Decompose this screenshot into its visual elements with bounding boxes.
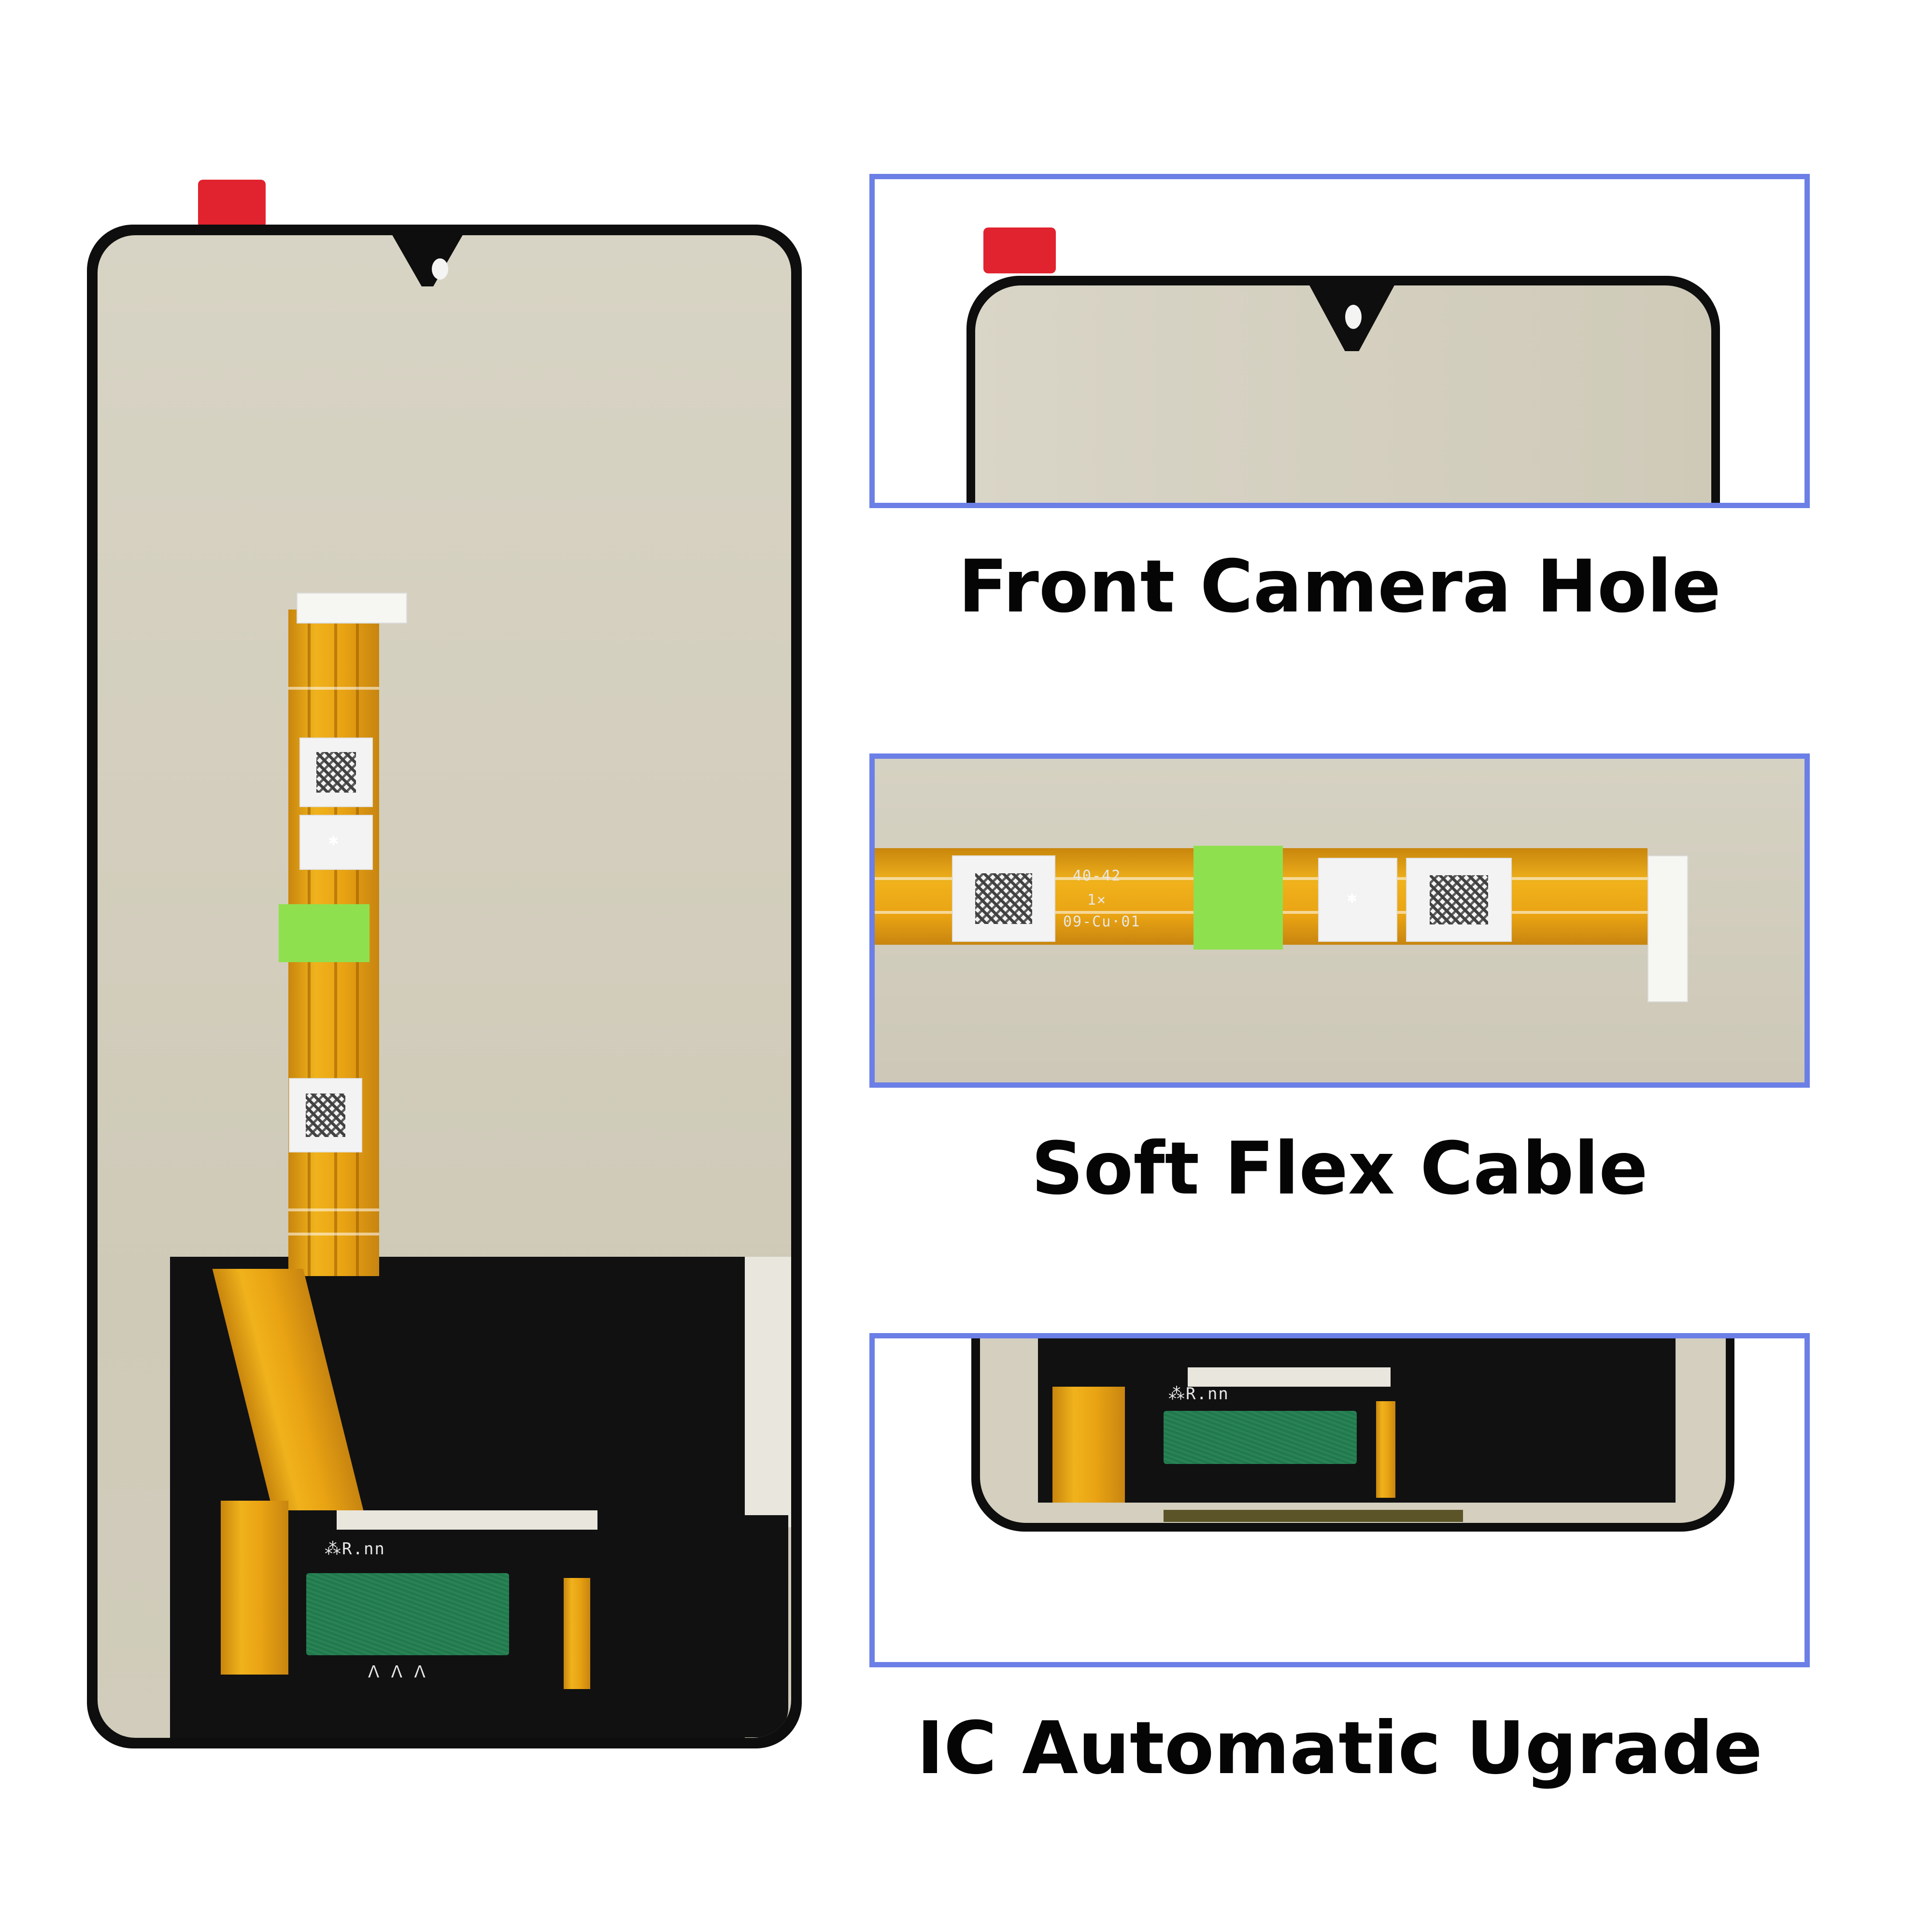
shield-contour — [1188, 1367, 1391, 1387]
flex-connector-end — [1648, 855, 1688, 1002]
lcd-back-surface: ⁂R.nn — [980, 1338, 1726, 1523]
stiffener-label: ✱ — [299, 815, 373, 870]
flex-connector-end — [297, 593, 407, 624]
caption-soft-flex-cable: Soft Flex Cable — [1031, 1127, 1648, 1211]
black-shield — [1038, 1338, 1676, 1503]
front-camera-hole-icon — [432, 258, 448, 280]
detail-panel-flex-cable: 40-42 1× 09-Cu·01 ✱ — [869, 753, 1810, 1088]
lcd-back-surface — [975, 284, 1711, 503]
shield-contour — [337, 1510, 597, 1530]
front-camera-hole-icon — [1345, 305, 1362, 329]
ic-marking: ᐱ ᐱ ᐱ — [368, 1662, 426, 1682]
qr-code-icon — [316, 752, 356, 793]
shield-cutout — [745, 1257, 791, 1527]
lcd-back-surface: ✱ ⁂R.nn ᐱ ᐱ ᐱ — [98, 235, 791, 1738]
flex-bottom-seal — [1164, 1510, 1463, 1522]
driver-ic-chip — [1164, 1411, 1357, 1464]
ic-marking: ⁂R.nn — [325, 1539, 385, 1559]
ic-marking: ⁂R.nn — [1168, 1384, 1229, 1404]
detail-panel-ic-upgrade: ⁂R.nn — [869, 1333, 1810, 1667]
qr-label-bottom — [289, 1078, 362, 1152]
asterisk-mark-icon: ✱ — [328, 830, 340, 850]
flex-stripe — [288, 1208, 379, 1211]
qr-code-icon — [1430, 875, 1488, 924]
flex-cable-lower — [221, 1501, 288, 1675]
flex-stripe — [288, 1233, 379, 1236]
flex-marking: 1× — [1087, 892, 1107, 909]
flex-cable-lower — [1052, 1387, 1125, 1503]
green-tape — [1193, 846, 1283, 950]
driver-ic-chip — [306, 1573, 509, 1655]
qr-label-right — [1406, 858, 1512, 942]
qr-code-icon — [305, 1094, 346, 1137]
lcd-bottom-crop: ⁂R.nn — [971, 1338, 1734, 1532]
red-protective-tab — [983, 227, 1056, 273]
caption-front-camera-hole: Front Camera Hole — [958, 545, 1721, 629]
flex-marking: 40-42 — [1073, 867, 1122, 884]
flex-marking: 09-Cu·01 — [1063, 913, 1141, 930]
flex-side-strip — [564, 1578, 590, 1689]
green-tape — [279, 904, 369, 962]
detail-panel-front-camera — [869, 174, 1810, 508]
stiffener-label: ✱ — [1318, 858, 1397, 942]
red-protective-tab — [198, 180, 266, 228]
qr-label-top — [299, 738, 373, 807]
flex-side-strip — [1376, 1401, 1395, 1498]
lcd-top-crop — [966, 276, 1720, 503]
caption-ic-automatic-upgrade: IC Automatic Ugrade — [916, 1706, 1762, 1790]
qr-code-icon — [975, 873, 1032, 924]
lcd-assembly: ✱ ⁂R.nn ᐱ ᐱ ᐱ — [87, 225, 802, 1748]
waterdrop-notch — [391, 235, 464, 286]
flex-stripe — [288, 687, 379, 690]
asterisk-mark-icon: ✱ — [1347, 888, 1358, 907]
qr-label-left — [952, 855, 1055, 942]
